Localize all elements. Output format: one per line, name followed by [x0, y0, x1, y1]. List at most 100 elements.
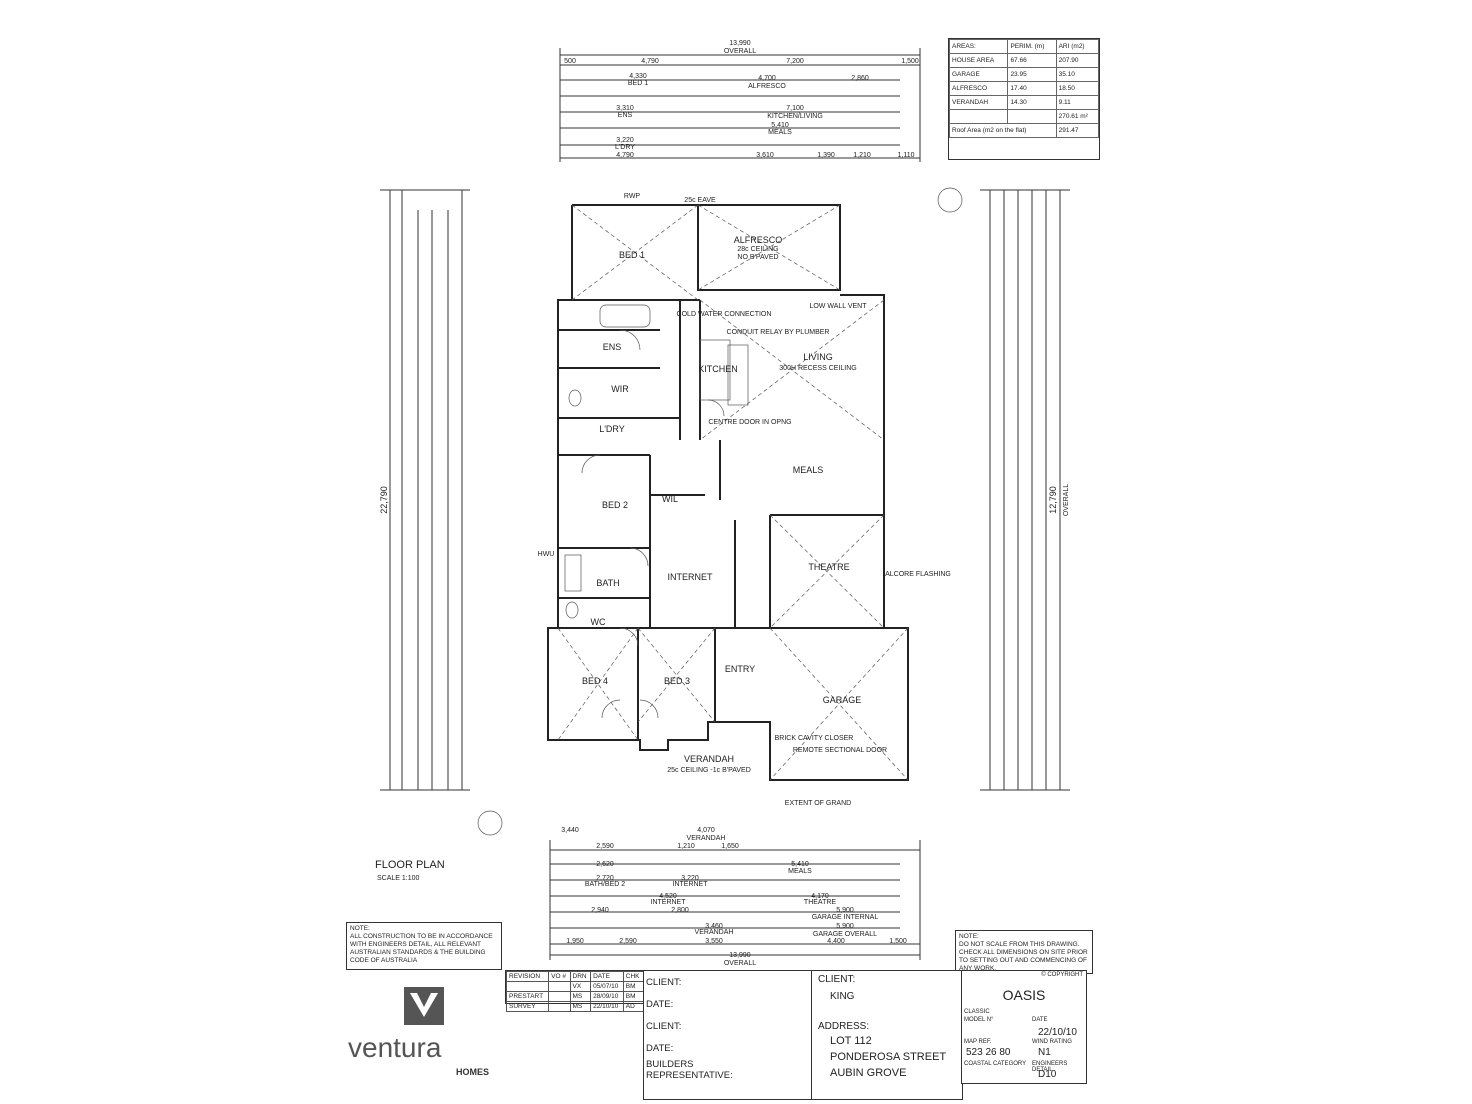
rev-cell	[548, 981, 571, 992]
rev-cell: 05/07/10	[590, 981, 624, 992]
logo-sub: HOMES	[456, 1067, 489, 1077]
note-extent-grand: EXTENT OF GRAND	[785, 800, 851, 807]
overall-top-word: OVERALL	[724, 48, 756, 55]
wind-label: WIND RATING	[1032, 1039, 1072, 1045]
room-bed-1: BED 1	[619, 250, 645, 260]
svg-text:MEALS: MEALS	[768, 129, 792, 136]
overall-left-dim: 22,790	[379, 486, 389, 514]
rev-header: CHK	[622, 971, 645, 982]
room-wil: WIL	[662, 494, 678, 504]
note-cold-water: COLD WATER CONNECTION	[677, 311, 772, 318]
rev-cell: MS	[569, 1001, 592, 1012]
svg-text:ALFRESCO: ALFRESCO	[748, 83, 786, 90]
room-kitchen: KITCHEN	[698, 364, 738, 374]
svg-text:5,900: 5,900	[836, 907, 854, 914]
svg-text:1,390: 1,390	[817, 152, 835, 159]
note-eave: 25c EAVE	[684, 197, 716, 204]
note-recess-ceiling: 300H RECESS CEILING	[779, 365, 856, 372]
svg-text:7,100: 7,100	[786, 105, 804, 112]
rev-cell: BM	[622, 981, 645, 992]
copyright: © COPYRIGHT	[1041, 972, 1083, 978]
overall-bottom-dim: 13,990	[729, 952, 751, 959]
wind-rating: N1	[1038, 1047, 1051, 1058]
svg-text:3,310: 3,310	[616, 105, 634, 112]
svg-text:VERANDAH: VERANDAH	[695, 929, 734, 936]
address-line: AUBIN GROVE	[830, 1067, 907, 1079]
room-laundry: L'DRY	[599, 424, 625, 434]
areas-row-name: GARAGE	[948, 67, 1009, 82]
construction-note: NOTE: ALL CONSTRUCTION TO BE IN ACCORDAN…	[346, 922, 502, 970]
areas-row-name	[948, 109, 1009, 124]
overall-top-dim: 13,990	[729, 40, 751, 47]
svg-text:4,330: 4,330	[629, 73, 647, 80]
svg-text:1,950: 1,950	[566, 938, 584, 945]
drawing-date: 22/10/10	[1038, 1027, 1077, 1038]
title-block: © COPYRIGHT OASIS CLASSIC MODEL N° DATE …	[961, 970, 1087, 1084]
logo-brand: ventura	[348, 1032, 442, 1063]
areas-row-perim: 17.40	[1007, 81, 1057, 96]
areas-row-area: 35.10	[1055, 67, 1100, 82]
svg-text:4,700: 4,700	[758, 75, 776, 82]
svg-text:BATH/BED 2: BATH/BED 2	[585, 881, 625, 888]
svg-text:2,940: 2,940	[591, 907, 609, 914]
rev-header: VO #	[548, 971, 571, 982]
client-name: KING	[830, 991, 855, 1002]
rev-row: PRESTART MS 28/09/10 BM	[505, 991, 645, 1002]
svg-text:3,550: 3,550	[705, 938, 723, 945]
rev-cell: SURVEY	[505, 1001, 550, 1012]
note-conduit: CONDUIT RELAY BY PLUMBER	[727, 329, 830, 336]
areas-header-perim: PERIM. (m)	[1007, 39, 1057, 54]
ventura-logo: ventura HOMES	[346, 985, 496, 1085]
svg-text:4,400: 4,400	[827, 938, 845, 945]
svg-text:2,590: 2,590	[619, 938, 637, 945]
room-garage: GARAGE	[823, 695, 862, 705]
room-bed-4: BED 4	[582, 676, 608, 686]
svg-text:2,620: 2,620	[596, 861, 614, 868]
client-label: CLIENT:	[818, 974, 856, 985]
model-label: MODEL N°	[964, 1017, 994, 1023]
svg-text:4,070: 4,070	[697, 827, 715, 834]
svg-text:5,900: 5,900	[836, 923, 854, 930]
areas-row-perim: 14.30	[1007, 95, 1057, 110]
client-address: CLIENT: KING ADDRESS: LOT 112 PONDEROSA …	[811, 970, 963, 1100]
areas-row-name: VERANDAH	[948, 95, 1009, 110]
svg-text:4,790: 4,790	[641, 58, 659, 65]
note-hwu: HWU	[538, 551, 555, 558]
room-wc: WC	[591, 617, 606, 627]
svg-text:INTERNET: INTERNET	[651, 899, 687, 906]
rev-cell: 28/09/10	[590, 991, 624, 1002]
svg-text:VERANDAH: VERANDAH	[687, 835, 726, 842]
room-alfresco: ALFRESCO	[734, 235, 783, 245]
svg-text:1,650: 1,650	[721, 843, 739, 850]
rev-cell	[548, 1001, 571, 1012]
svg-text:3,610: 3,610	[756, 152, 774, 159]
note-centre-door: CENTRE DOOR IN OPNG	[708, 419, 791, 426]
design-name: OASIS	[1002, 987, 1046, 1003]
rev-cell: 22/10/10	[590, 1001, 624, 1012]
svg-text:2,800: 2,800	[671, 907, 689, 914]
svg-text:3,220: 3,220	[681, 875, 699, 882]
areas-row-area: 270.61 m²	[1055, 109, 1100, 124]
svg-text:2,860: 2,860	[851, 75, 869, 82]
svg-text:500: 500	[564, 58, 576, 65]
range: CLASSIC	[964, 1009, 990, 1015]
areas-row-area: 9.11	[1055, 95, 1100, 110]
plan-scale: SCALE 1:100	[377, 875, 420, 882]
rev-cell: BM	[622, 991, 645, 1002]
areas-row-perim: 23.95	[1007, 67, 1057, 82]
areas-row-area: 18.50	[1055, 81, 1100, 96]
note-verandah-ceiling: 25c CEILING -1c B'PAVED	[667, 767, 751, 774]
svg-text:GARAGE INTERNAL: GARAGE INTERNAL	[812, 914, 879, 921]
svg-text:5,410: 5,410	[771, 122, 789, 129]
client-signoff: CLIENT: DATE: CLIENT: DATE: BUILDERS REP…	[643, 970, 813, 1100]
room-entry: ENTRY	[725, 664, 755, 674]
svg-text:1,210: 1,210	[677, 843, 695, 850]
note-left-title: NOTE:	[350, 925, 370, 932]
svg-text:KITCHEN/LIVING: KITCHEN/LIVING	[767, 113, 823, 120]
note-alcore-flashing: ALCORE FLASHING	[885, 571, 951, 578]
note-right-title: NOTE:	[959, 933, 979, 940]
areas-row: GARAGE 23.95 35.10	[948, 67, 1100, 82]
areas-row: HOUSE AREA 67.66 207.90	[948, 53, 1100, 68]
areas-row-name: HOUSE AREA	[948, 53, 1009, 68]
note-no-paved: NO B'PAVED	[737, 254, 778, 261]
